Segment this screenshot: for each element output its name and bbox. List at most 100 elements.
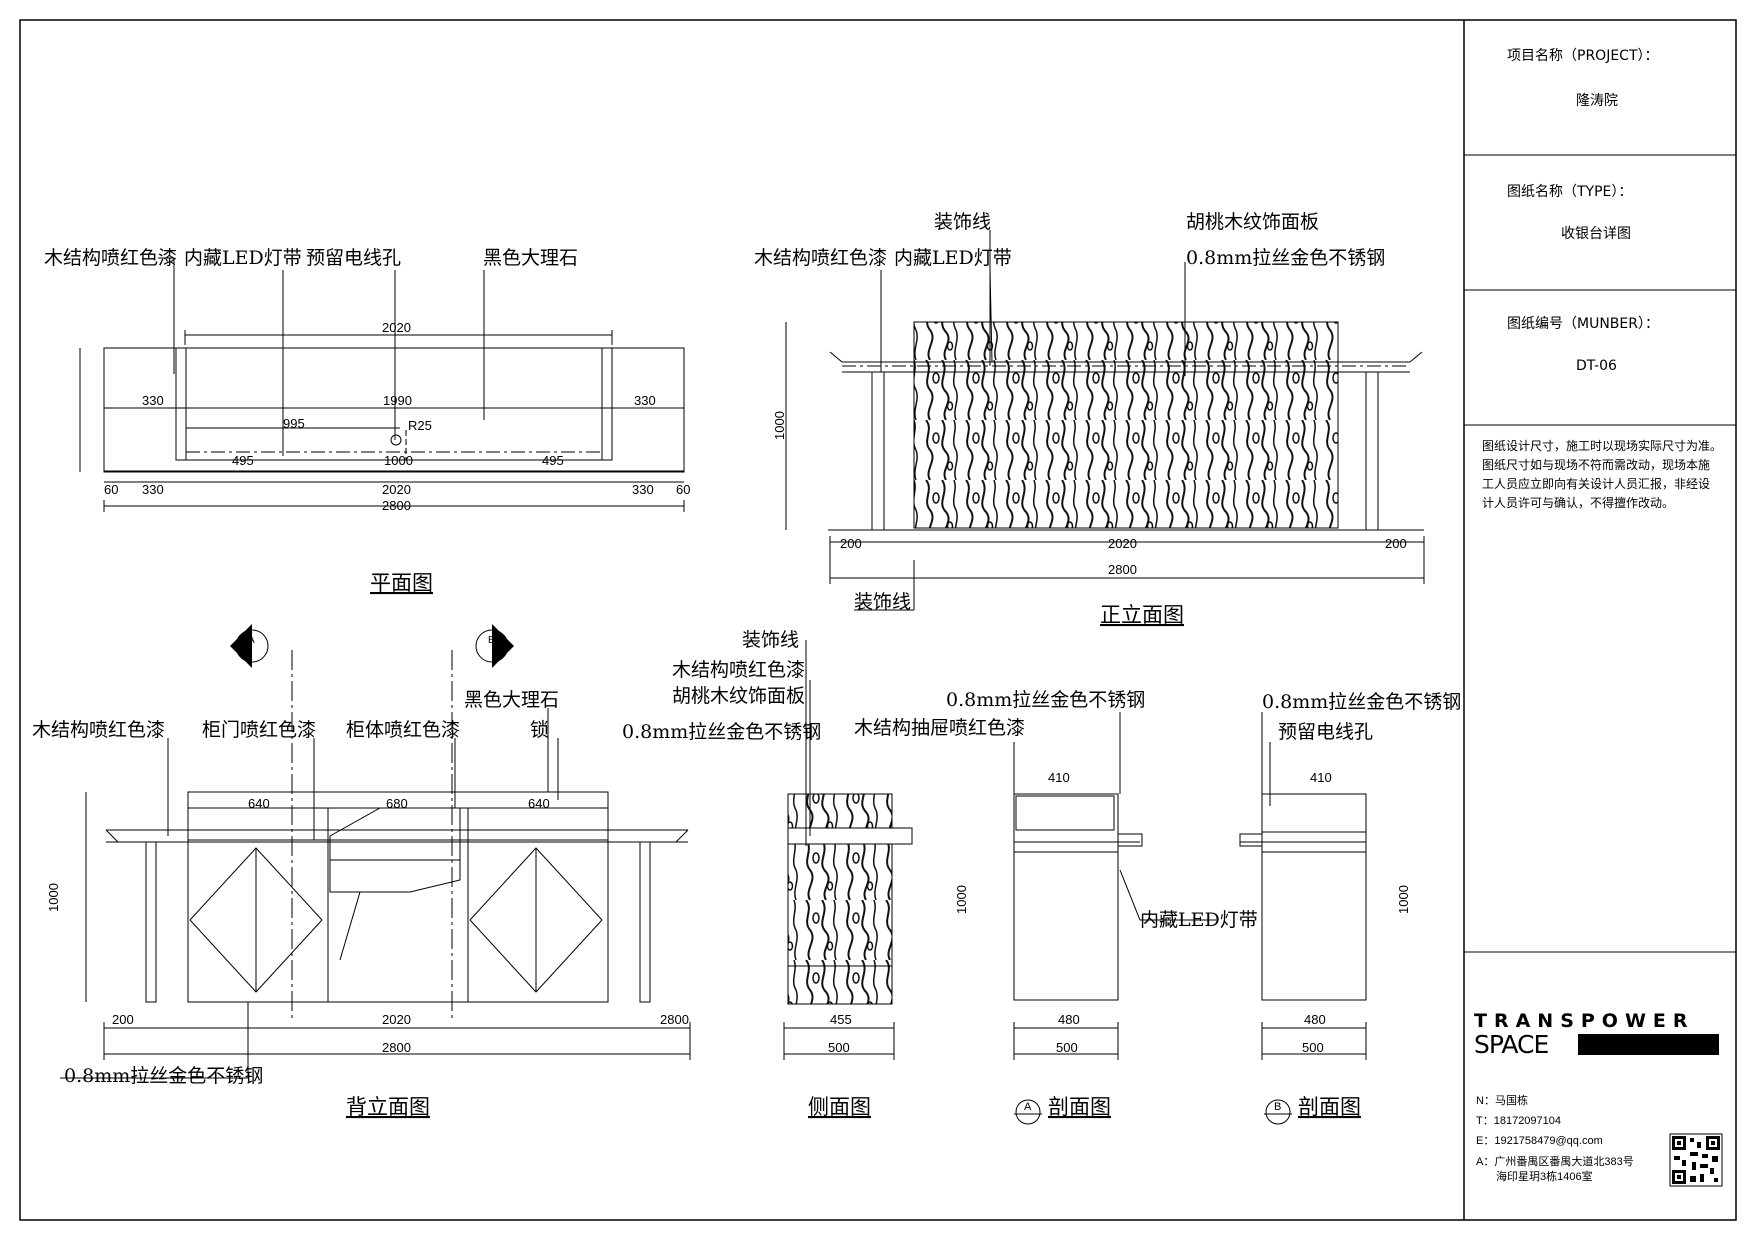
front-dim-200-right: 200 <box>1385 536 1407 551</box>
sec-b-dim-410: 410 <box>1310 770 1332 785</box>
plan-dim-1000: 1000 <box>384 453 413 468</box>
sec-b-dim-480: 480 <box>1304 1012 1326 1027</box>
side-label-steel: 0.8mm拉丝金色不锈钢 <box>622 721 821 743</box>
back-dim-200-right: 2800 <box>660 1012 689 1027</box>
sec-b-label-wire-hole: 预留电线孔 <box>1278 721 1373 743</box>
note-line-1: 图纸设计尺寸，施工时以现场实际尺寸为准。 <box>1482 438 1722 453</box>
svg-text:B: B <box>1274 1101 1281 1113</box>
front-elevation <box>785 230 1425 611</box>
sec-a-dim-1000: 1000 <box>954 885 969 914</box>
section-a-view <box>1013 712 1216 1060</box>
side-label-wood: 木结构喷红色漆 <box>672 659 805 681</box>
back-dim-680: 680 <box>386 796 408 811</box>
plan-dim-330-br: 330 <box>632 482 654 497</box>
contact-address-2: 海印星玥3栋1406室 <box>1496 1169 1593 1183</box>
sec-a-dim-480: 480 <box>1058 1012 1080 1027</box>
front-label-wood: 木结构喷红色漆 <box>754 247 887 269</box>
logo-bar <box>1578 1034 1719 1055</box>
plan-dim-2800: 2800 <box>382 498 411 513</box>
section-b-title-icon: B <box>1264 1099 1292 1125</box>
plan-dim-495-right: 495 <box>542 453 564 468</box>
back-dim-2020: 2020 <box>382 1012 411 1027</box>
plan-dim-330-bl: 330 <box>142 482 164 497</box>
front-dim-1000: 1000 <box>772 411 787 440</box>
plan-dim-995: 995 <box>283 416 305 431</box>
number-label: 图纸编号（MUNBER）： <box>1507 316 1659 332</box>
back-label-lock: 锁 <box>530 719 549 741</box>
section-b-title: 剖面图 <box>1298 1095 1361 1119</box>
logo-line1: TRANSPOWER <box>1474 1010 1695 1032</box>
side-dim-455: 455 <box>830 1012 852 1027</box>
contact-name: N：马国栋 <box>1476 1093 1528 1107</box>
back-label-steel: 0.8mm拉丝金色不锈钢 <box>64 1065 263 1087</box>
back-dim-200-left: 200 <box>112 1012 134 1027</box>
project-label: 项目名称（PROJECT）： <box>1507 48 1659 64</box>
plan-dim-r25: R25 <box>408 418 432 433</box>
plan-title: 平面图 <box>370 571 433 595</box>
side-view <box>783 640 913 1060</box>
side-label-walnut: 胡桃木纹饰面板 <box>672 685 805 707</box>
contact-tel: T：18172097104 <box>1476 1115 1561 1127</box>
front-label-led: 内藏LED灯带 <box>894 247 1012 269</box>
back-dim-640-left: 640 <box>248 796 270 811</box>
sec-b-dim-1000: 1000 <box>1396 885 1411 914</box>
back-elevation <box>60 650 691 1079</box>
side-walnut-panel <box>787 793 893 1005</box>
plan-label-2: 内藏LED灯带 <box>184 247 302 269</box>
section-a-title: 剖面图 <box>1048 1095 1111 1119</box>
qr-code-icon <box>1669 1133 1723 1187</box>
sec-b-label-steel: 0.8mm拉丝金色不锈钢 <box>1262 691 1461 713</box>
note-line-2: 图纸尺寸如与现场不符而需改动，现场本施 <box>1482 457 1710 472</box>
section-b-view <box>1239 712 1367 1060</box>
back-label-wood: 木结构喷红色漆 <box>32 719 165 741</box>
note-line-3: 工人员应立即向有关设计人员汇报，非经设 <box>1482 476 1710 491</box>
svg-text:A: A <box>248 635 255 646</box>
plan-label-1: 木结构喷红色漆 <box>44 247 177 269</box>
project-value: 隆涛院 <box>1576 93 1618 109</box>
side-dim-500: 500 <box>828 1040 850 1055</box>
number-value: DT-06 <box>1576 358 1617 374</box>
plan-dim-1990: 1990 <box>383 393 412 408</box>
side-title: 侧面图 <box>808 1095 871 1119</box>
svg-text:A: A <box>1024 1101 1032 1113</box>
sec-a-dim-410: 410 <box>1048 770 1070 785</box>
back-dim-640-right: 640 <box>528 796 550 811</box>
front-label-walnut: 胡桃木纹饰面板 <box>1186 211 1319 233</box>
contact-address-1: A：广州番禺区番禺大道北383号 <box>1476 1154 1634 1168</box>
contact-email: E：1921758479@qq.com <box>1476 1135 1603 1147</box>
logo-line2: SPACE <box>1474 1030 1548 1059</box>
front-label-steel: 0.8mm拉丝金色不锈钢 <box>1186 247 1385 269</box>
back-title: 背立面图 <box>346 1095 430 1119</box>
sheet-frame <box>19 19 1737 1221</box>
type-label: 图纸名称（TYPE）： <box>1507 184 1632 200</box>
back-label-body: 柜体喷红色漆 <box>346 719 460 741</box>
svg-text:B: B <box>488 635 495 646</box>
front-dim-200-left: 200 <box>840 536 862 551</box>
plan-dim-2020-bottom: 2020 <box>382 482 411 497</box>
side-label-trim: 装饰线 <box>742 629 799 651</box>
plan-dim-330-right: 330 <box>634 393 656 408</box>
front-dim-2800: 2800 <box>1108 562 1137 577</box>
plan-dim-495-left: 495 <box>232 453 254 468</box>
type-value: 收银台详图 <box>1561 226 1631 242</box>
sec-a-label-led: 内藏LED灯带 <box>1140 909 1258 931</box>
plan-label-3: 预留电线孔 <box>306 247 401 269</box>
front-dim-2020: 2020 <box>1108 536 1137 551</box>
plan-dim-60-left: 60 <box>104 482 118 497</box>
plan-dim-2020-top: 2020 <box>382 320 411 335</box>
back-dim-1000: 1000 <box>46 883 61 912</box>
front-title: 正立面图 <box>1100 603 1184 627</box>
plan-view <box>79 257 685 512</box>
sec-b-dim-500: 500 <box>1302 1040 1324 1055</box>
section-marker-a-icon: A <box>230 624 269 668</box>
front-walnut-panel <box>913 321 1339 529</box>
back-label-marble: 黑色大理石 <box>464 689 559 711</box>
sec-a-dim-500: 500 <box>1056 1040 1078 1055</box>
plan-dim-60-right: 60 <box>676 482 690 497</box>
note-line-4: 计人员许可与确认，不得擅作改动。 <box>1482 495 1674 510</box>
front-label-trim: 装饰线 <box>934 211 991 233</box>
plan-label-4: 黑色大理石 <box>483 247 578 269</box>
front-label-trim-bottom: 装饰线 <box>854 591 911 613</box>
section-a-title-icon: A <box>1014 1099 1042 1125</box>
